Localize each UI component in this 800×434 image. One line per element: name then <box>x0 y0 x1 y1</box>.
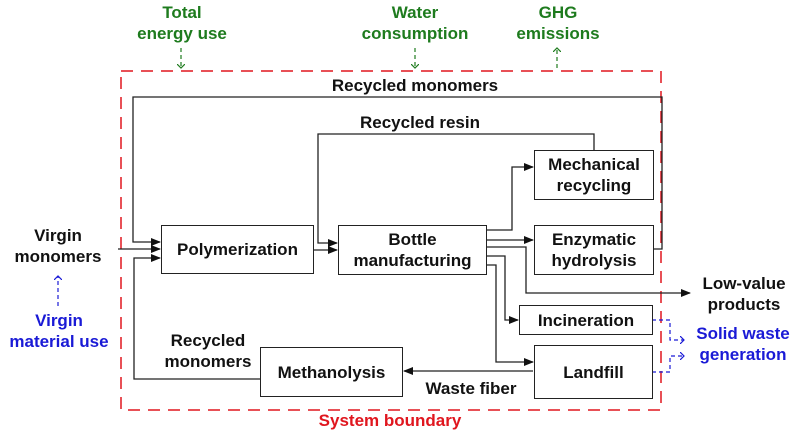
process-polymerization: Polymerization <box>161 225 314 274</box>
indicator-virgin-material-use: Virgin material use <box>9 311 109 351</box>
solid-waste-landfill-path <box>652 356 684 373</box>
flow-bottle-to-low-value <box>487 246 691 297</box>
label-recycled-monomers-top: Recycled monomers <box>331 76 499 95</box>
indicator-total-energy-use: Total energy use <box>137 3 227 43</box>
process-incineration: Incineration <box>519 305 653 335</box>
flow-bottle-to-incineration <box>487 255 519 324</box>
flow-recycled-resin <box>317 133 595 247</box>
label-recycled-monomers-bottom: Recycled monomers <box>164 331 252 371</box>
system-boundary-rect <box>120 70 662 411</box>
process-enzymatic-hydrolysis: Enzymatic hydrolysis <box>534 225 654 275</box>
process-landfill: Landfill <box>534 345 653 399</box>
flow-recycled-monomers-bottom <box>133 254 260 380</box>
indicator-solid-waste-generation: Solid waste generation <box>696 324 790 364</box>
output-low-value-products: Low-value products <box>702 274 786 314</box>
flow-bottle-to-landfill <box>487 264 534 366</box>
label-recycled-resin: Recycled resin <box>359 113 480 132</box>
system-boundary-label: System boundary <box>318 411 462 430</box>
input-virgin-monomers: Virgin monomers <box>14 226 102 266</box>
solid-waste-incineration-path <box>652 319 684 340</box>
process-methanolysis: Methanolysis <box>260 347 403 397</box>
indicator-water-consumption: Water consumption <box>361 3 469 43</box>
process-bottle-manufacturing: Bottle manufacturing <box>338 225 487 275</box>
flow-bottle-to-mechanical <box>487 163 534 231</box>
process-mechanical-recycling: Mechanical recycling <box>534 150 654 200</box>
flow-recycled-monomers-top <box>132 96 663 250</box>
label-waste-fiber: Waste fiber <box>425 379 517 398</box>
indicator-ghg-emissions: GHG emissions <box>516 3 600 43</box>
